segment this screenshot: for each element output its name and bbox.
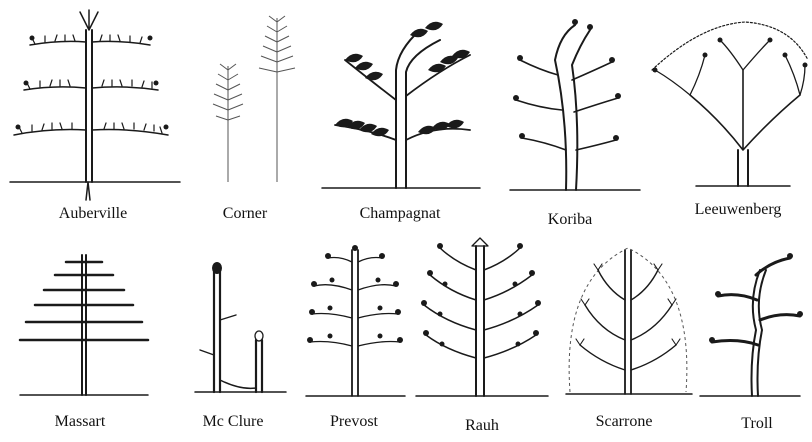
label-auberville: Auberville bbox=[59, 206, 127, 222]
koriba-drawing bbox=[510, 19, 640, 190]
massart-drawing bbox=[20, 255, 148, 395]
prevost-drawing bbox=[306, 245, 405, 396]
label-mcclure: Mc Clure bbox=[203, 414, 264, 430]
label-massart: Massart bbox=[55, 414, 106, 430]
troll-drawing bbox=[700, 253, 803, 396]
leeuwenberg-drawing bbox=[652, 22, 808, 186]
label-koriba: Koriba bbox=[548, 212, 592, 228]
scarrone-drawing bbox=[566, 248, 692, 394]
champagnat-drawing bbox=[322, 22, 480, 188]
mcclure-drawing bbox=[195, 262, 286, 392]
label-champagnat: Champagnat bbox=[360, 206, 441, 222]
label-prevost: Prevost bbox=[330, 414, 378, 430]
label-troll: Troll bbox=[741, 416, 772, 432]
corner-drawing bbox=[213, 16, 295, 182]
rauh-drawing bbox=[416, 238, 548, 396]
label-scarrone: Scarrone bbox=[596, 414, 653, 430]
label-corner: Corner bbox=[223, 206, 267, 222]
auberville-drawing bbox=[10, 10, 180, 200]
label-rauh: Rauh bbox=[465, 418, 499, 434]
label-leeuwenberg: Leeuwenberg bbox=[695, 202, 782, 218]
